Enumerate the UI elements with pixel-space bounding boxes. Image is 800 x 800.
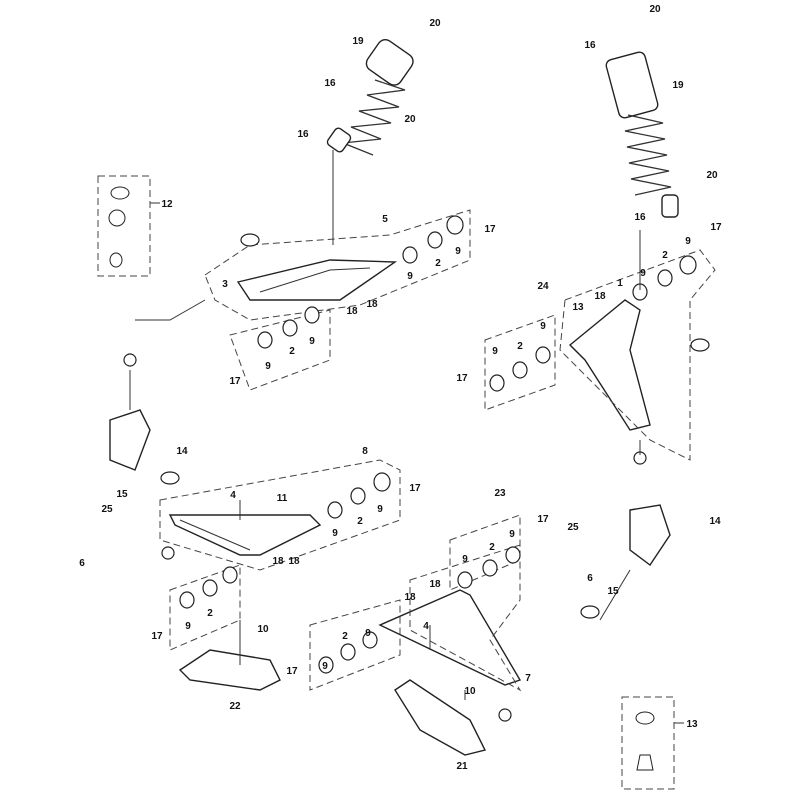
callout: 9 xyxy=(185,621,191,632)
callout: 9 xyxy=(640,268,646,279)
callout: 17 xyxy=(151,631,163,642)
callout: 14 xyxy=(709,516,721,527)
callout: 19 xyxy=(352,36,364,47)
callout: 9 xyxy=(685,236,691,247)
callout: 15 xyxy=(607,586,619,597)
callout: 6 xyxy=(79,558,85,569)
callout: 2 xyxy=(435,258,441,269)
callout: 10 xyxy=(464,686,476,697)
callout-labels: 20 19 16 20 16 20 16 19 20 16 17 12 5 17… xyxy=(79,4,722,772)
callout: 18 xyxy=(594,291,606,302)
callout: 21 xyxy=(456,761,468,772)
callout: 2 xyxy=(289,346,295,357)
callout: 15 xyxy=(116,489,128,500)
callout: 16 xyxy=(634,212,646,223)
callout: 9 xyxy=(407,271,413,282)
callout: 4 xyxy=(230,490,236,501)
callout: 9 xyxy=(332,528,338,539)
callout: 18 xyxy=(429,579,441,590)
callout: 2 xyxy=(357,516,363,527)
callout: 14 xyxy=(176,446,188,457)
kit-box-13 xyxy=(621,696,675,790)
lower-left-a-arm xyxy=(159,459,401,651)
callout: 2 xyxy=(517,341,523,352)
leader-lines xyxy=(129,150,641,700)
left-steering-knuckle xyxy=(109,409,151,471)
callout: 9 xyxy=(322,661,328,672)
callout: 9 xyxy=(455,246,461,257)
callout: 18 xyxy=(366,299,378,310)
callout: 20 xyxy=(706,170,718,181)
callout: 8 xyxy=(362,446,368,457)
callout: 18 xyxy=(346,306,358,317)
callout: 18 xyxy=(288,556,300,567)
callout: 9 xyxy=(462,554,468,565)
callout: 25 xyxy=(101,504,113,515)
upper-left-a-arm xyxy=(204,209,471,391)
callout: 25 xyxy=(567,522,579,533)
upper-right-a-arm xyxy=(484,249,716,461)
callout: 18 xyxy=(272,556,284,567)
callout: 22 xyxy=(229,701,241,712)
callout: 7 xyxy=(525,673,531,684)
callout: 1 xyxy=(617,278,623,289)
callout: 23 xyxy=(494,488,506,499)
right-skid-plate xyxy=(394,679,487,756)
callout: 24 xyxy=(537,281,549,292)
left-shock-absorber xyxy=(326,39,414,156)
left-skid-plate xyxy=(178,649,281,691)
callout: 16 xyxy=(297,129,309,140)
callout: 20 xyxy=(429,18,441,29)
callout: 9 xyxy=(492,346,498,357)
callout: 17 xyxy=(286,666,298,677)
callout: 2 xyxy=(207,608,213,619)
lower-right-a-arm xyxy=(309,514,522,692)
callout: 11 xyxy=(277,493,288,504)
callout: 17 xyxy=(710,222,722,233)
callout: 17 xyxy=(537,514,549,525)
right-shock-absorber xyxy=(605,51,679,218)
callout: 12 xyxy=(161,199,173,210)
callout: 18 xyxy=(404,592,416,603)
callout: 10 xyxy=(257,624,269,635)
callout: 17 xyxy=(484,224,496,235)
callout: 9 xyxy=(509,529,515,540)
callout: 6 xyxy=(587,573,593,584)
bushings xyxy=(123,215,710,722)
right-steering-knuckle xyxy=(629,504,671,567)
callout: 9 xyxy=(377,504,383,515)
callout: 13 xyxy=(572,302,584,313)
callout: 2 xyxy=(662,250,668,261)
callout: 19 xyxy=(672,80,684,91)
callout: 2 xyxy=(342,631,348,642)
callout: 2 xyxy=(489,542,495,553)
callout: 20 xyxy=(649,4,661,15)
callout: 3 xyxy=(222,279,228,290)
callout: 9 xyxy=(365,628,371,639)
callout: 4 xyxy=(423,621,429,632)
callout: 5 xyxy=(382,214,388,225)
kit-box-12 xyxy=(97,175,151,277)
callout: 17 xyxy=(409,483,421,494)
callout: 9 xyxy=(540,321,546,332)
callout: 9 xyxy=(309,336,315,347)
callout: 17 xyxy=(229,376,241,387)
callout: 16 xyxy=(584,40,596,51)
callout: 13 xyxy=(686,719,698,730)
callout: 16 xyxy=(324,78,336,89)
callout: 9 xyxy=(265,361,271,372)
callout: 17 xyxy=(456,373,468,384)
callout: 20 xyxy=(404,114,416,125)
